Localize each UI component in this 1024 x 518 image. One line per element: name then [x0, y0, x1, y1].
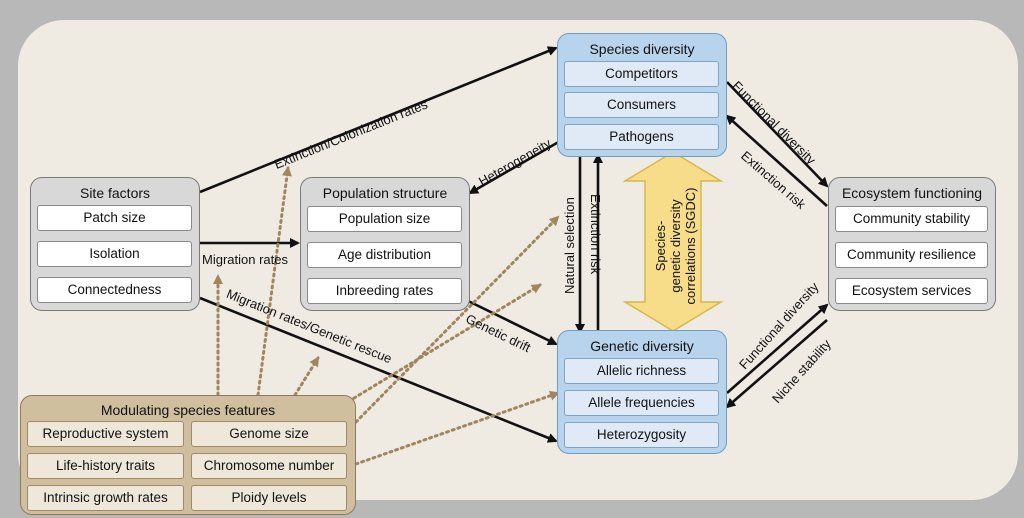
species-diversity-box: Species diversity Competitors Consumers … [557, 33, 727, 157]
ecosystem-functioning-item: Community stability [835, 206, 988, 232]
sgdc-line-3: correlations (SGDC) [683, 187, 698, 305]
genetic-diversity-item: Allelic richness [564, 358, 719, 384]
species-diversity-item: Pathogens [564, 124, 719, 150]
population-structure-item: Population size [307, 206, 462, 232]
species-diversity-item: Consumers [564, 92, 719, 118]
modulating-species-features-title: Modulating species features [100, 402, 276, 418]
arrow-niche-stability [725, 319, 828, 409]
sgdc-line-2: genetic diversity [668, 199, 683, 293]
site-factors-box: Site factors Patch size Isolation Connec… [30, 177, 200, 311]
ecosystem-functioning-item: Community resilience [835, 242, 988, 268]
species-diversity-title: Species diversity [589, 41, 695, 57]
species-diversity-item: Competitors [564, 61, 719, 87]
ecosystem-functioning-title: Ecosystem functioning [841, 185, 983, 201]
genetic-diversity-item: Heterozygosity [564, 422, 719, 448]
population-structure-box: Population structure Population size Age… [300, 177, 470, 311]
arrow-heterogeneity [468, 138, 563, 195]
dotted-arrow-6 [316, 283, 542, 422]
site-factors-item: Isolation [37, 241, 192, 267]
genetic-diversity-box: Genetic diversity Allelic richness Allel… [557, 330, 727, 454]
population-structure-item: Age distribution [307, 242, 462, 268]
label-migration-rates: Migration rates [202, 252, 288, 267]
site-factors-item: Connectedness [37, 277, 192, 303]
ecosystem-functioning-item: Ecosystem services [835, 278, 988, 304]
dotted-arrow-2 [256, 166, 292, 397]
label-extinction-risk-vertical: Extinction risk [588, 194, 603, 275]
dotted-arrow-3 [293, 356, 320, 397]
site-factors-title: Site factors [79, 185, 151, 201]
modulating-feature-item: Genome size [191, 421, 347, 447]
label-natural-selection: Natural selection [562, 197, 577, 294]
modulating-feature-item: Chromosome number [191, 453, 347, 479]
arrow-functional-diversity-bottom [726, 303, 829, 394]
ecosystem-functioning-box: Ecosystem functioning Community stabilit… [828, 177, 996, 311]
arrow-extinction-colonization [199, 46, 558, 194]
population-structure-item: Inbreeding rates [307, 278, 462, 304]
sgdc-label: Species- genetic diversity correlations … [653, 186, 698, 306]
arrow-genetic-drift [459, 295, 558, 346]
genetic-diversity-item: Allele frequencies [564, 390, 719, 416]
arrow-migration-rescue [199, 296, 558, 443]
modulating-feature-item: Life-history traits [27, 453, 184, 479]
modulating-feature-item: Ploidy levels [191, 485, 347, 511]
genetic-diversity-title: Genetic diversity [590, 338, 694, 354]
modulating-feature-item: Reproductive system [27, 421, 184, 447]
population-structure-title: Population structure [322, 185, 448, 201]
dotted-arrow-4 [354, 215, 560, 424]
arrow-extinction-risk-right [725, 114, 828, 207]
modulating-feature-item: Intrinsic growth rates [27, 485, 184, 511]
modulating-species-features-box: Modulating species features Reproductive… [20, 395, 356, 515]
sgdc-line-1: Species- [653, 220, 668, 272]
arrow-functional-diversity-top [726, 81, 829, 188]
dotted-arrow-5 [354, 390, 560, 466]
site-factors-item: Patch size [37, 205, 192, 231]
